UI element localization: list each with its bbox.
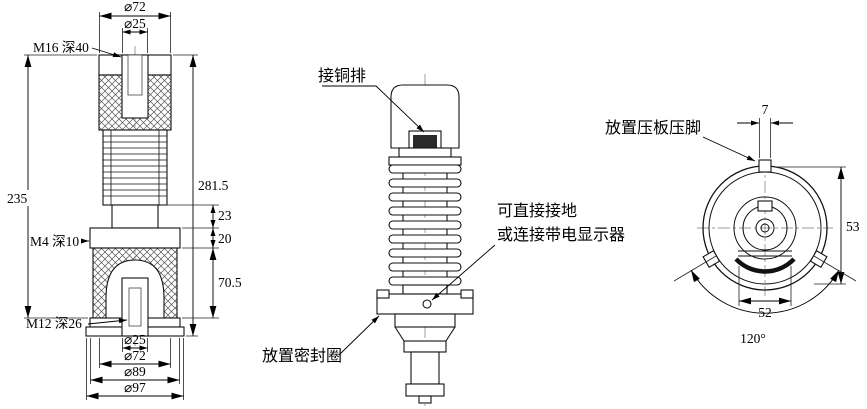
dim-dia89-text: ⌀89 bbox=[124, 364, 146, 379]
mid-cylinder bbox=[403, 340, 447, 353]
fin bbox=[388, 248, 462, 258]
fin bbox=[388, 206, 462, 216]
top-view: 放置压板压脚 7 53 52 120° bbox=[605, 102, 860, 346]
left-section-view: ⌀72 ⌀25 M16 深40 235 M4 深10 M12 深26 bbox=[4, 0, 242, 400]
top-cap bbox=[390, 84, 460, 149]
fin bbox=[388, 192, 462, 202]
bottom-rod bbox=[410, 351, 440, 385]
callout-clamp-foot: 放置压板压脚 bbox=[605, 119, 756, 162]
dim-dia89: ⌀89 bbox=[90, 338, 180, 384]
inner-circle-1 bbox=[733, 196, 797, 260]
bellows-body bbox=[102, 129, 168, 206]
clamp-foot-tab-top bbox=[758, 159, 772, 173]
dim-dia25-bottom: ⌀25 bbox=[122, 332, 148, 352]
dim-70-5-text: 70.5 bbox=[218, 275, 242, 290]
callout-m16-text: M16 深40 bbox=[33, 40, 89, 55]
dim-281-5: 281.5 bbox=[173, 54, 229, 337]
dim-7: 7 bbox=[737, 102, 793, 158]
bottom-foot bbox=[405, 383, 445, 397]
plate-chord-lines bbox=[738, 250, 792, 257]
dim-dia25-top: ⌀25 bbox=[122, 16, 148, 53]
fin bbox=[388, 178, 462, 188]
callout-seal-ring-text: 放置密封圈 bbox=[262, 347, 342, 365]
flange bbox=[89, 227, 181, 249]
m16-threaded-hole bbox=[127, 54, 143, 96]
key-slot bbox=[757, 200, 773, 212]
callout-seal-ring: 放置密封圈 bbox=[262, 315, 380, 365]
front-part-geometry bbox=[376, 84, 474, 404]
dim-dia72-bottom: ⌀72 bbox=[99, 338, 171, 368]
lower-block bbox=[394, 313, 456, 328]
callout-m16: M16 深40 bbox=[33, 40, 122, 58]
dim-53-text: 53 bbox=[846, 219, 860, 234]
dim-53: 53 bbox=[774, 166, 860, 285]
cap-lip bbox=[388, 156, 462, 166]
dim-23-text: 23 bbox=[218, 208, 232, 223]
callout-copper-bar-text: 接铜排 bbox=[318, 67, 366, 85]
front-view: 接铜排 可直接接地 或连接带电显示器 放置密封圈 bbox=[262, 67, 625, 406]
callout-ground-text-2: 或连接带电显示器 bbox=[497, 226, 625, 244]
cap-collar bbox=[398, 147, 452, 158]
fin bbox=[388, 220, 462, 230]
bellows-root-lines bbox=[110, 130, 160, 205]
taper-lines bbox=[394, 326, 456, 342]
flange-tab-right bbox=[460, 289, 474, 299]
dim-20-text: 20 bbox=[218, 231, 232, 246]
dim-235-bg bbox=[4, 190, 36, 206]
callout-ground-text-1: 可直接接地 bbox=[497, 202, 577, 220]
m12-threaded-hole bbox=[128, 287, 142, 327]
center-circle bbox=[755, 218, 775, 238]
dim-7-text: 7 bbox=[762, 102, 769, 117]
callout-clamp-foot-text: 放置压板压脚 bbox=[605, 119, 701, 137]
neck bbox=[111, 204, 159, 229]
dim-dia72-bottom-text: ⌀72 bbox=[124, 348, 146, 363]
dim-235: 235 bbox=[4, 54, 97, 319]
bottom-tab bbox=[418, 395, 432, 404]
dim-20: 20 bbox=[210, 228, 232, 248]
dim-dia72-top-text: ⌀72 bbox=[124, 0, 146, 14]
dim-120deg-text: 120° bbox=[740, 331, 766, 346]
dim-23: 23 bbox=[160, 204, 232, 229]
callout-m12-text: M12 深26 bbox=[26, 316, 82, 331]
bellows-rib-lines bbox=[103, 135, 167, 197]
grounding-point bbox=[422, 299, 432, 309]
fin bbox=[388, 234, 462, 244]
dim-dia25-bottom-text: ⌀25 bbox=[124, 332, 146, 347]
left-part-geometry bbox=[85, 54, 185, 337]
dim-dia72-top: ⌀72 bbox=[99, 0, 171, 53]
callout-ground: 可直接接地 或连接带电显示器 bbox=[431, 202, 625, 301]
dim-120deg: 120° bbox=[673, 255, 857, 346]
dim-dia97: ⌀97 bbox=[86, 338, 184, 400]
dim-70-5: 70.5 bbox=[182, 247, 242, 319]
callout-m12: M12 深26 bbox=[26, 316, 128, 331]
dim-281-5-text: 281.5 bbox=[198, 178, 229, 193]
fin bbox=[388, 164, 462, 174]
copper-bar-slot-inner bbox=[413, 135, 437, 148]
callout-copper-bar: 接铜排 bbox=[318, 67, 425, 133]
dim-52-text: 52 bbox=[758, 305, 772, 320]
callout-m4-text: M4 深10 bbox=[30, 234, 79, 249]
dim-235-text: 235 bbox=[7, 191, 28, 206]
dim-dia97-text: ⌀97 bbox=[124, 380, 146, 395]
callout-m4: M4 深10 bbox=[30, 234, 89, 249]
dim-dia25-top-text: ⌀25 bbox=[124, 16, 146, 31]
flange-tab-left bbox=[376, 289, 390, 299]
center-hole bbox=[760, 223, 770, 233]
fin bbox=[388, 262, 462, 272]
